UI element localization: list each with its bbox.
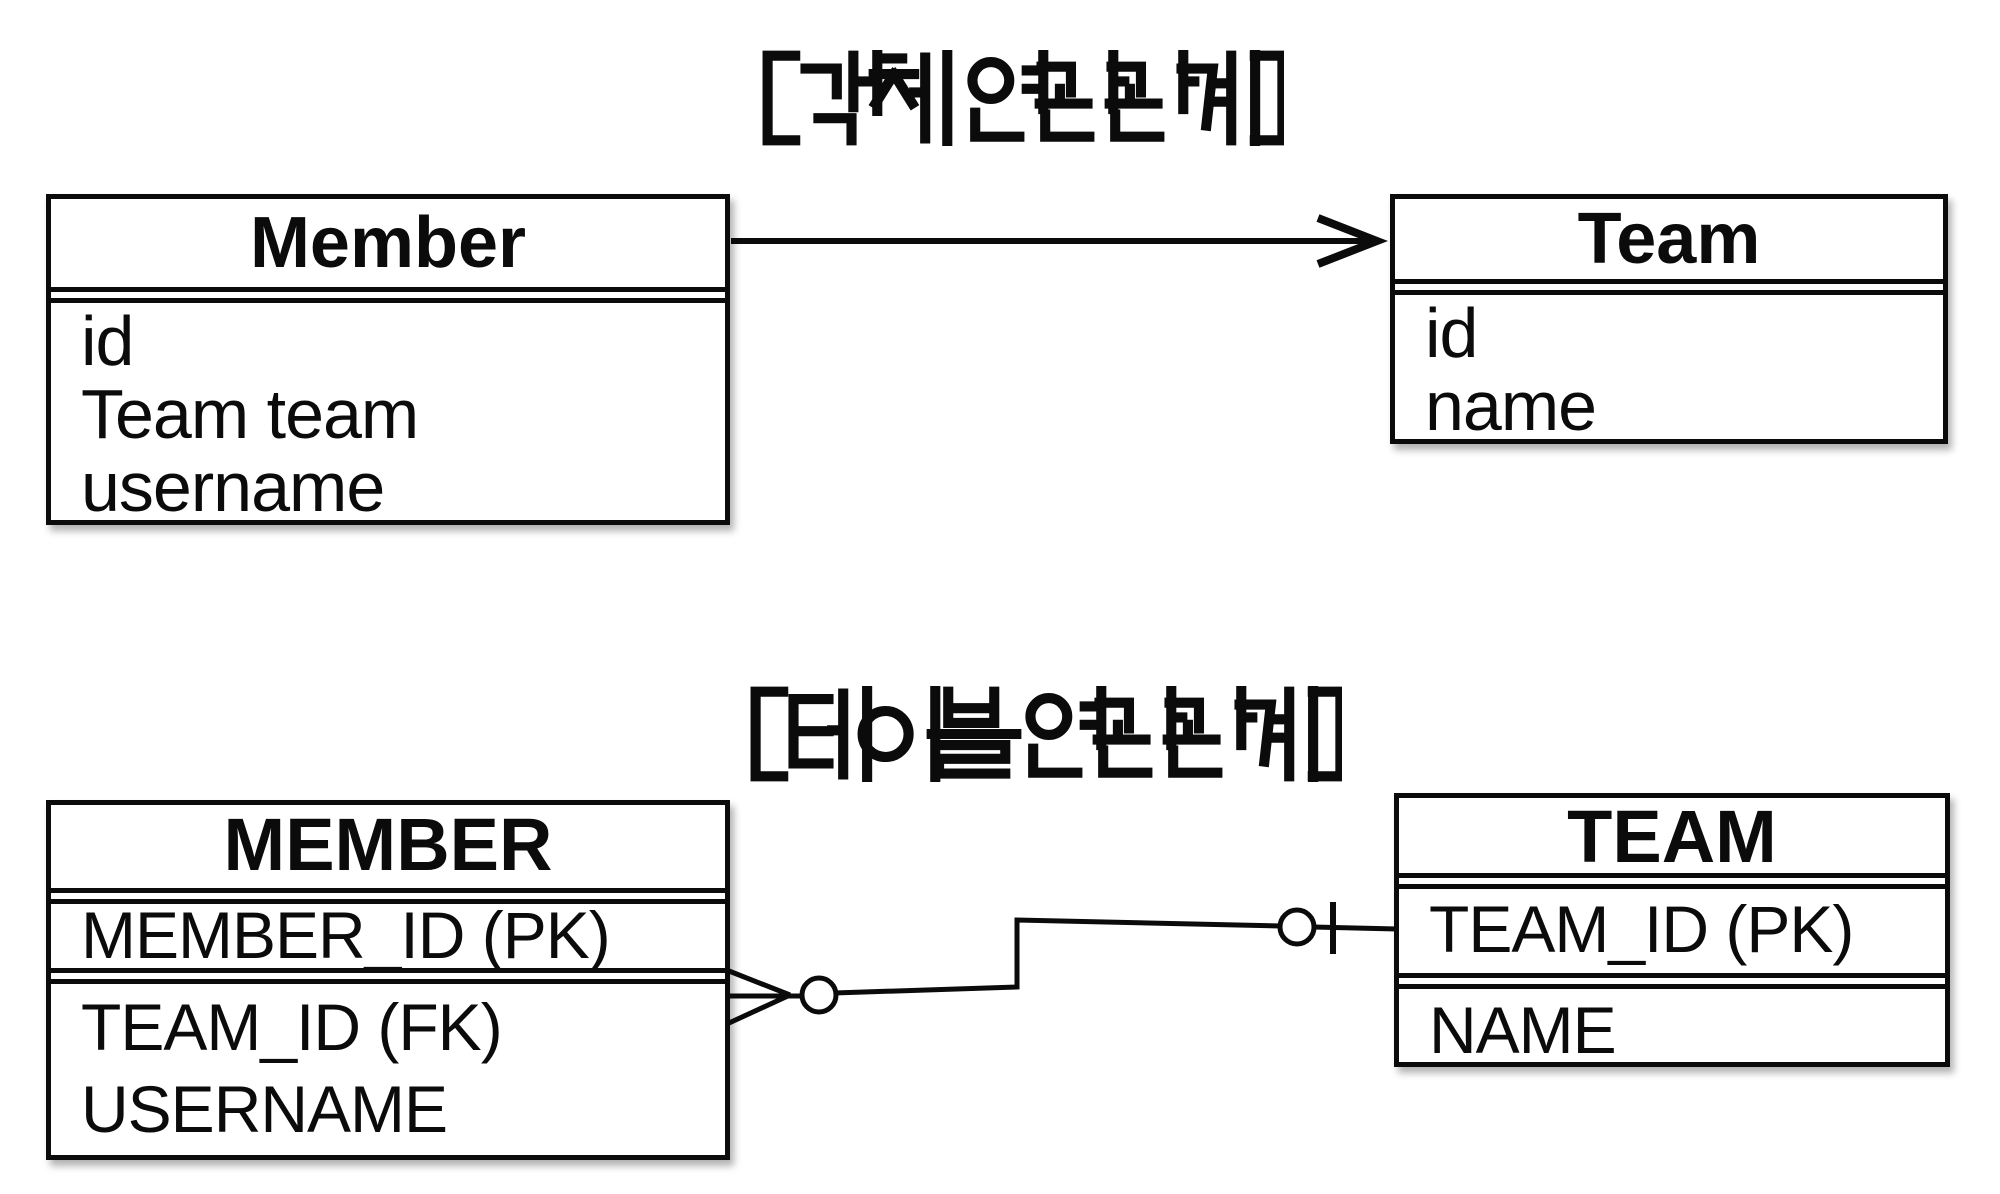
team-class-fields: id name bbox=[1395, 295, 1943, 439]
member-table-row-pk: MEMBER_ID (PK) bbox=[51, 904, 725, 968]
team-table-body: NAME bbox=[1399, 989, 1945, 1062]
member-class-separator bbox=[51, 287, 725, 304]
team-class-field-id: id bbox=[1425, 295, 1478, 373]
team-table-box: TEAM TEAM_ID (PK) NAME bbox=[1394, 793, 1950, 1067]
team-class-field-name: name bbox=[1425, 367, 1597, 439]
member-class-box: Member id Team team username bbox=[46, 194, 730, 525]
team-table-row-name: NAME bbox=[1429, 992, 1617, 1062]
member-class-fields: id Team team username bbox=[51, 303, 725, 520]
member-table-row-fk: TEAM_ID (FK) bbox=[81, 990, 503, 1064]
zero-or-one-icon bbox=[1277, 902, 1336, 954]
member-table-separator-1 bbox=[51, 888, 725, 904]
team-table-row-pk: TEAM_ID (PK) bbox=[1399, 889, 1945, 973]
team-table-title: TEAM bbox=[1567, 798, 1777, 873]
member-class-title: Member bbox=[249, 203, 527, 283]
object-association-title-graphic bbox=[760, 50, 1284, 146]
member-table-row-username: USERNAME bbox=[81, 1072, 448, 1146]
member-table-title: MEMBER bbox=[223, 805, 553, 886]
member-table-box: MEMBER MEMBER_ID (PK) TEAM_ID (FK) USERN… bbox=[46, 800, 730, 1160]
object-association-arrow bbox=[731, 214, 1389, 268]
member-table-body: TEAM_ID (FK) USERNAME bbox=[51, 984, 725, 1150]
table-join-line bbox=[833, 917, 1398, 996]
team-table-pk-text: TEAM_ID (PK) bbox=[1429, 891, 1854, 966]
open-arrowhead-right-icon bbox=[1316, 214, 1389, 268]
table-association-title-graphic bbox=[748, 686, 1342, 782]
member-class-field-id: id bbox=[81, 303, 134, 381]
member-table-pk-text: MEMBER_ID (PK) bbox=[81, 904, 611, 968]
member-class-field-username: username bbox=[81, 448, 385, 520]
team-class-separator bbox=[1395, 279, 1943, 296]
member-class-field-team: Team team bbox=[81, 375, 419, 454]
team-table-separator-2 bbox=[1399, 972, 1945, 989]
member-table-separator-2 bbox=[51, 968, 725, 984]
team-class-box: Team id name bbox=[1390, 194, 1948, 444]
team-table-separator-1 bbox=[1399, 872, 1945, 889]
crows-foot-zero-or-many-icon bbox=[727, 968, 839, 1026]
team-class-title: Team bbox=[1577, 199, 1761, 279]
